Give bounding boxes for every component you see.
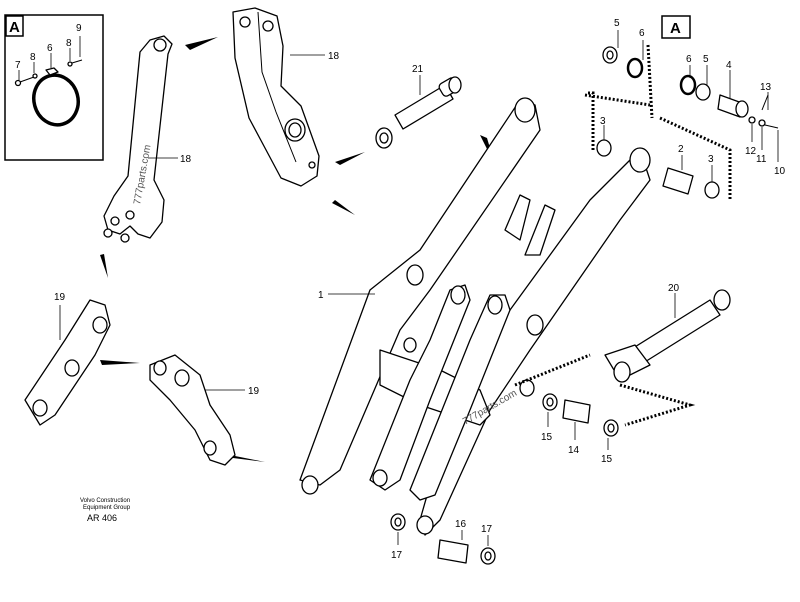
label-15-right: 15 [601,454,613,465]
caption-line-1: Volvo Construction [80,498,130,504]
label-6-top: 6 [639,28,645,39]
pin-assembly-14 [542,393,619,437]
label-18-top: 18 [328,51,340,62]
label-14: 14 [568,445,580,456]
lift-arm-1 [299,97,651,536]
detail-view-a: A [4,14,104,161]
cross-tube [369,284,511,501]
caption-code: AR 406 [87,513,117,523]
label-8-right: 8 [66,38,72,49]
label-1: 1 [318,290,324,301]
detail-letter-left: A [9,19,20,36]
link-rod-18 [103,35,173,243]
link-19-left [24,299,111,426]
label-18-left: 18 [180,154,192,165]
label-11: 11 [756,154,767,165]
cylinder-21 [375,76,462,149]
label-20: 20 [668,283,680,294]
label-2: 2 [678,144,684,155]
label-7: 7 [15,60,21,71]
label-21: 21 [412,64,424,75]
label-16: 16 [455,519,467,530]
label-3-right: 3 [708,154,714,165]
detail-letter-right: A [670,20,681,37]
label-5-top: 5 [614,18,620,29]
label-6-right: 6 [686,54,692,65]
bell-crank-18 [232,7,320,187]
label-17-left: 17 [391,550,403,561]
label-19-left: 19 [54,292,66,303]
label-8-left: 8 [30,52,36,63]
direction-arrows [100,37,495,462]
label-13: 13 [760,82,772,93]
label-9: 9 [76,23,82,34]
label-4: 4 [726,60,732,71]
label-5-right: 5 [703,54,709,65]
cylinder-20 [519,289,731,397]
label-17-right: 17 [481,524,493,535]
link-19-right [149,354,236,466]
pin-assembly-top [596,46,779,199]
label-19-right: 19 [248,386,260,397]
label-3-left: 3 [600,116,606,127]
detail-marker-a: A [661,15,691,39]
label-10: 10 [774,166,786,177]
bracket [504,194,556,256]
pin-assembly-16 [390,513,496,565]
caption-line-2: Equipment Group [83,505,131,511]
label-6-left: 6 [47,43,53,54]
label-12: 12 [745,146,757,157]
label-15-left: 15 [541,432,553,443]
